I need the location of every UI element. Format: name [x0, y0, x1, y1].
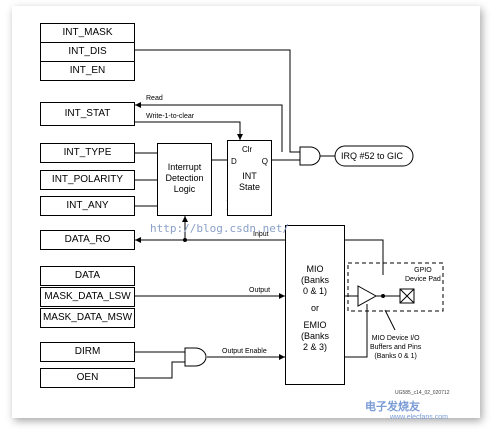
reg-mask-data-lsw: MASK_DATA_LSW [40, 287, 135, 307]
arrow-output [279, 293, 285, 299]
irq-and-gate [299, 146, 321, 166]
mio-l4: EMIO [303, 320, 327, 330]
int-state-block: Clr D Q INT State [227, 140, 272, 216]
reg-int-type: INT_TYPE [40, 143, 135, 163]
read-label: Read [146, 95, 163, 102]
mio-device-pointer [384, 309, 396, 331]
gpio-device-pad-label: GPIO Device Pad [405, 266, 441, 284]
state-line-1: INT [242, 171, 257, 181]
arrow-read [135, 102, 141, 108]
mio-emio-block: MIO (Banks 0 & 1) or EMIO (Banks 2 & 3) [285, 225, 345, 385]
mio-l5: (Banks [300, 331, 329, 341]
elecfans-logo: 电子发烧友 [365, 398, 420, 414]
reg-oen: OEN [40, 368, 135, 388]
arrow-clr [237, 134, 243, 140]
int-dis-wire [135, 49, 300, 153]
junction-dot-3 [381, 294, 385, 298]
reg-mask-data-msw: MASK_DATA_MSW [40, 308, 135, 328]
state-d: D [231, 157, 237, 166]
mio-l2: (Banks [300, 275, 329, 285]
output-label: Output [249, 287, 271, 294]
detect-line-2: Detection [165, 173, 204, 183]
junction-dot-1 [183, 238, 187, 242]
irq-label: IRQ #52 to GIC [341, 151, 404, 161]
state-clr: Clr [242, 145, 253, 154]
logo-text: 电子发烧友 [365, 401, 420, 413]
mio-l6: 2 & 3) [302, 342, 327, 352]
tristate-buffer [357, 285, 378, 307]
detect-line-3: Logic [173, 184, 196, 194]
reg-int-any: INT_ANY [40, 196, 135, 216]
reg-int-en: INT_EN [40, 61, 135, 81]
oen-wire [135, 361, 185, 379]
enable-and-gate [184, 347, 207, 367]
mio-l3: 0 & 1) [302, 286, 327, 296]
detect-line-1: Interrupt [167, 162, 202, 172]
enable-buffer-wire [345, 304, 368, 358]
mio-device-io-label: MIO Device I/O Buffers and Pins (Banks 0… [370, 334, 421, 361]
gpio-pad-l2: Device Pad [405, 276, 441, 283]
reg-int-polarity: INT_POLARITY [40, 170, 135, 190]
write-clear-label: Write-1-to-clear [146, 113, 195, 120]
state-line-2: State [238, 182, 260, 192]
arrow-output-enable [279, 354, 285, 360]
reg-int-dis: INT_DIS [40, 42, 135, 62]
irq-box [334, 145, 414, 167]
input-wire [135, 239, 384, 275]
logo-url: www.elecfans.com [390, 414, 448, 421]
mio-l1: MIO [306, 264, 324, 274]
arrow-detect-input [182, 216, 188, 222]
interrupt-detection-logic: Interrupt Detection Logic [157, 143, 212, 216]
gpio-dashed-region [347, 262, 444, 312]
blog-watermark: http://blog.csdn.net/ [150, 222, 290, 235]
mio-device-l3: (Banks 0 & 1) [374, 353, 417, 360]
figure-id: UG585_c14_02_020712 [395, 390, 450, 396]
reg-int-mask: INT_MASK [40, 23, 135, 43]
output-enable-label: Output Enable [222, 348, 267, 355]
read-wire [135, 104, 283, 152]
reg-dirm: DIRM [40, 342, 135, 362]
reg-int-stat: INT_STAT [40, 102, 135, 126]
mio-or: or [310, 303, 319, 313]
write-clear-wire [135, 121, 241, 140]
mio-device-l1: MIO Device I/O [371, 335, 420, 342]
state-q: Q [261, 157, 268, 166]
reg-data-ro: DATA_RO [40, 230, 135, 250]
gpio-pad-l1: GPIO [414, 267, 432, 274]
mio-device-l2: Buffers and Pins [370, 344, 422, 351]
reg-data: DATA [40, 266, 135, 286]
input-label: Input [253, 231, 269, 238]
arrow-data-ro [135, 237, 141, 243]
